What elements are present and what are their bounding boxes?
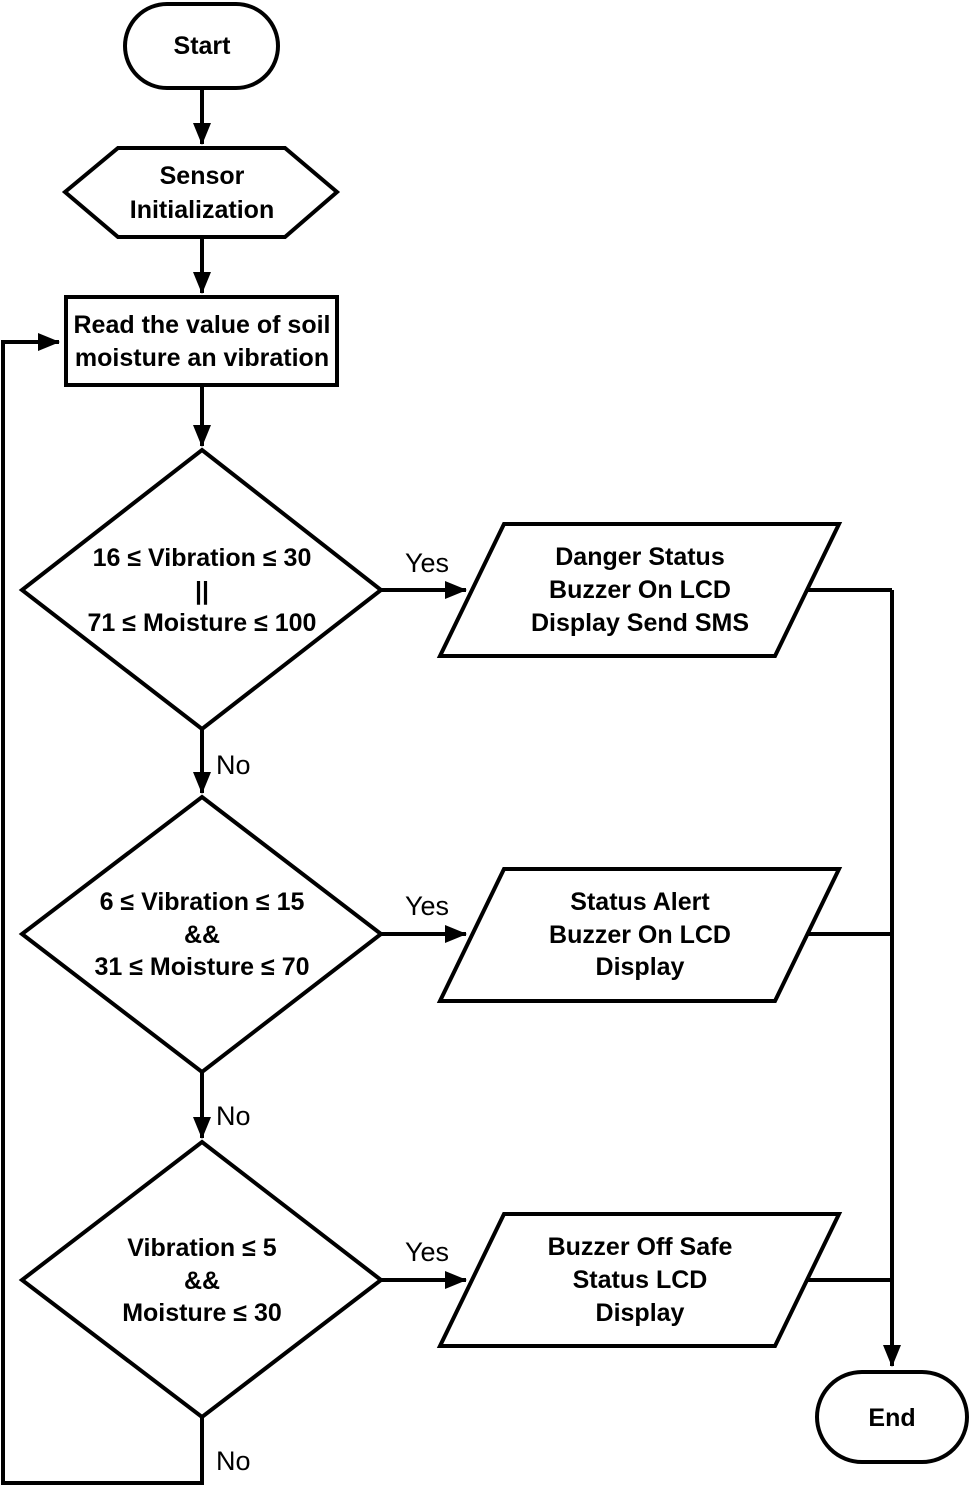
node-read-sensors: Read the value of soil moisture an vibra… [64,295,339,387]
sensor-init-line1: Sensor [160,162,245,190]
sensor-init-shape [61,146,341,239]
edge-label-safe-yes: Yes [405,1237,449,1267]
read-sensors-line2: moisture an vibration [75,344,329,372]
output-alert-shape [436,867,843,1003]
decision-safe-line2: && [184,1267,220,1295]
nodes: Start Sensor Initialization Read the val… [18,2,969,1464]
sensor-init-line2: Initialization [130,196,274,224]
output-alert-line2: Buzzer On LCD [549,921,731,949]
read-sensors-shape [64,295,339,387]
output-danger-line2: Buzzer On LCD [549,576,731,604]
node-start: Start [123,2,280,90]
output-safe-line1: Buzzer Off Safe [548,1233,733,1261]
output-safe-line2: Status LCD [573,1266,708,1294]
output-alert-line1: Status Alert [570,888,710,916]
edges [1,88,901,1485]
output-danger-shape [436,522,843,658]
output-danger-line1: Danger Status [555,543,724,571]
edge-label-alert-no: No [216,1101,251,1131]
node-decision-alert: 6 ≤ Vibration ≤ 15 && 31 ≤ Moisture ≤ 70 [18,794,385,1075]
end-label: End [868,1404,915,1432]
decision-safe-shape [18,1139,385,1420]
edge-decision-safe-no-loopback [1,333,204,1485]
start-label: Start [174,32,232,60]
output-alert-line3: Display [596,953,685,981]
output-danger-line3: Display Send SMS [531,609,749,637]
node-output-danger: Danger Status Buzzer On LCD Display Send… [436,522,843,658]
edge-label-danger-yes: Yes [405,548,449,578]
edge-label-danger-no: No [216,750,251,780]
node-decision-safe: Vibration ≤ 5 && Moisture ≤ 30 [18,1139,385,1420]
node-output-alert: Status Alert Buzzer On LCD Display [436,867,843,1003]
decision-alert-shape [18,794,385,1075]
output-safe-line3: Display [596,1299,685,1327]
node-output-safe: Buzzer Off Safe Status LCD Display [436,1212,843,1348]
output-safe-shape [436,1212,843,1348]
decision-safe-line3: Moisture ≤ 30 [122,1299,282,1327]
read-sensors-line1: Read the value of soil [73,311,330,339]
edge-labels: Yes No Yes No Yes No [216,548,449,1476]
node-decision-danger: 16 ≤ Vibration ≤ 30 || 71 ≤ Moisture ≤ 1… [18,447,385,732]
edge-label-safe-no: No [216,1446,251,1476]
edge-label-alert-yes: Yes [405,891,449,921]
decision-danger-line3: 71 ≤ Moisture ≤ 100 [88,609,317,637]
end-shape [815,1370,969,1464]
decision-danger-line1: 16 ≤ Vibration ≤ 30 [93,544,312,572]
node-end: End [815,1370,969,1464]
start-shape [123,2,280,90]
decision-alert-line3: 31 ≤ Moisture ≤ 70 [94,953,309,981]
node-sensor-init: Sensor Initialization [61,146,341,239]
decision-alert-line2: && [184,921,220,949]
decision-safe-line1: Vibration ≤ 5 [127,1234,276,1262]
decision-alert-line1: 6 ≤ Vibration ≤ 15 [100,888,305,916]
decision-danger-shape [18,447,385,732]
decision-danger-line2: || [195,577,209,605]
